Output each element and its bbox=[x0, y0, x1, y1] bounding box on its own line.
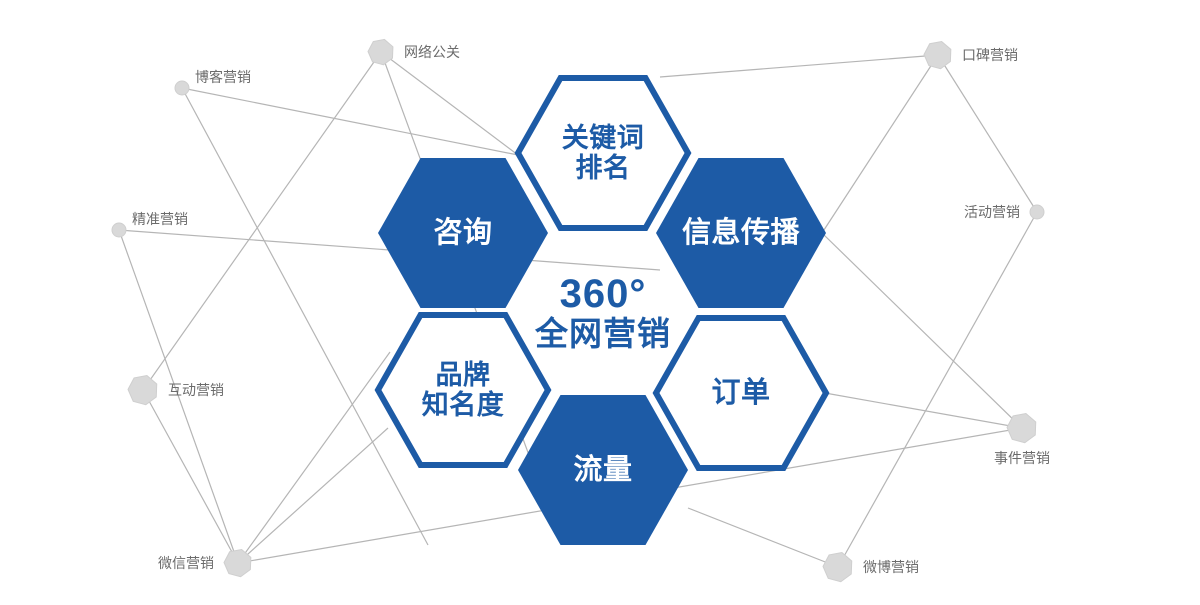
connector-line bbox=[237, 351, 391, 564]
hexagon-brand-awareness[interactable] bbox=[374, 312, 552, 468]
hexagon-label-traffic: 流量 bbox=[573, 454, 633, 486]
node-label-campaign-marketing: 活动营销 bbox=[964, 204, 1020, 220]
connector-line bbox=[937, 54, 1038, 213]
node-label-wom-marketing: 口碑营销 bbox=[962, 47, 1018, 63]
connector-line bbox=[380, 51, 519, 156]
connector-line bbox=[821, 232, 1023, 429]
hexagon-shapes bbox=[374, 75, 830, 545]
connector-line bbox=[181, 87, 519, 156]
hexagon-info-spread[interactable] bbox=[656, 158, 826, 308]
node-label-interactive-mktg: 互动营销 bbox=[168, 382, 224, 398]
connector-line bbox=[821, 54, 939, 234]
node-weibo-marketing[interactable] bbox=[822, 551, 853, 583]
hexagon-orders[interactable] bbox=[652, 315, 830, 471]
node-campaign-marketing[interactable] bbox=[1029, 204, 1045, 220]
connector-line bbox=[237, 427, 389, 564]
connector-line bbox=[837, 211, 1038, 568]
center-title-top: 360° bbox=[559, 272, 647, 316]
node-label-event-marketing: 事件营销 bbox=[994, 450, 1050, 466]
center-title-bottom: 全网营销 bbox=[535, 315, 671, 352]
hexagon-label-consult: 咨询 bbox=[433, 217, 493, 249]
node-wechat-marketing[interactable] bbox=[223, 548, 252, 578]
hexagon-label-orders: 订单 bbox=[711, 377, 771, 409]
hexagon-label-brand-awareness: 品牌 知名度 bbox=[421, 360, 505, 421]
connector-line bbox=[181, 87, 429, 546]
node-blog-marketing[interactable] bbox=[174, 80, 190, 96]
hexagon-traffic[interactable] bbox=[518, 395, 688, 545]
connector-line bbox=[687, 507, 839, 568]
node-label-precision-marketing: 精准营销 bbox=[132, 211, 188, 227]
hexagon-keyword-ranking[interactable] bbox=[514, 75, 692, 231]
hexagon-label-keyword-ranking: 关键词 排名 bbox=[561, 123, 645, 184]
hexagon-consult[interactable] bbox=[378, 158, 548, 308]
hexagon-label-info-spread: 信息传播 bbox=[681, 217, 800, 249]
connector-line bbox=[142, 51, 382, 391]
node-label-weibo-marketing: 微博营销 bbox=[863, 559, 919, 575]
node-interactive-mktg[interactable] bbox=[127, 374, 158, 406]
node-label-blog-marketing: 博客营销 bbox=[195, 69, 251, 85]
node-event-marketing[interactable] bbox=[1006, 412, 1037, 444]
connector-line bbox=[659, 54, 939, 78]
node-label-online-pr: 网络公关 bbox=[404, 44, 460, 60]
center-title: 360° 全网营销 bbox=[493, 272, 713, 352]
connector-line bbox=[824, 392, 1023, 429]
node-label-wechat-marketing: 微信营销 bbox=[158, 555, 214, 571]
node-online-pr[interactable] bbox=[367, 38, 394, 66]
outer-nodes bbox=[111, 38, 1045, 583]
connector-line bbox=[118, 229, 239, 564]
connector-line bbox=[142, 389, 239, 564]
node-wom-marketing[interactable] bbox=[923, 40, 952, 70]
node-precision-marketing[interactable] bbox=[111, 222, 127, 238]
